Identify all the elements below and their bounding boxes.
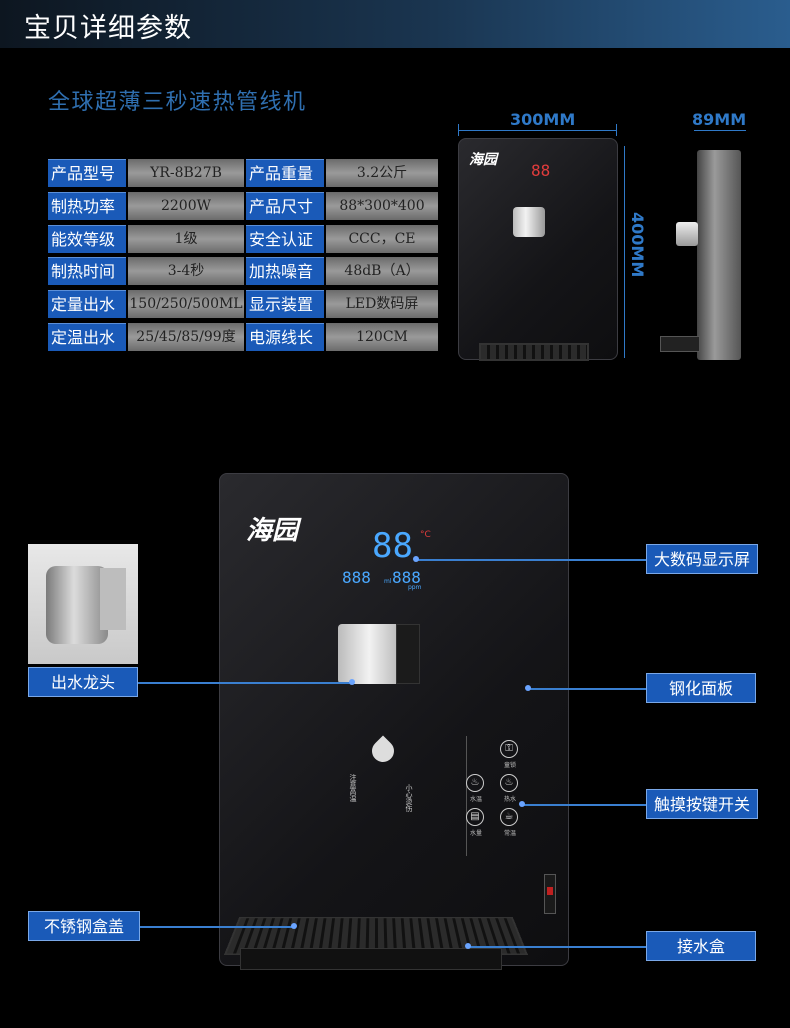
faucet-closeup	[28, 544, 138, 664]
callout-panel-line	[528, 688, 646, 690]
touch-panel	[466, 736, 518, 856]
callout-touch: 触摸按键开关	[646, 789, 758, 819]
spec-label: 产品重量	[246, 159, 324, 187]
callout-touch-line	[522, 804, 646, 806]
dim-width-label: 300MM	[510, 110, 576, 129]
dim-width-tick	[458, 124, 459, 136]
spec-value: 3-4秒	[128, 257, 244, 285]
faucet-mount	[396, 624, 420, 684]
water-drop-icon	[367, 735, 399, 767]
dim-height-line	[624, 146, 625, 358]
faucet-closeup-body	[46, 566, 108, 644]
display-digits: 88	[531, 161, 551, 180]
spec-value: 48dB（A）	[326, 257, 438, 285]
callout-display: 大数码显示屏	[646, 544, 758, 574]
callout-tray-line	[468, 946, 646, 948]
callout-panel-dot	[525, 685, 531, 691]
brand-logo: 海园	[469, 152, 497, 168]
spec-label: 产品尺寸	[246, 192, 324, 220]
spec-value: YR-8B27B	[128, 159, 244, 187]
spec-value: 25/45/85/99度	[128, 323, 244, 351]
spec-row: 制热时间 3-4秒 加热噪音 48dB（A）	[48, 257, 438, 285]
unit-celsius: °C	[420, 530, 431, 540]
spec-row: 能效等级 1级 安全认证 CCC，CE	[48, 225, 438, 253]
device-front-thumbnail: 海园 88	[458, 138, 618, 361]
drip-tray-base	[240, 948, 502, 970]
spec-value: CCC，CE	[326, 225, 438, 253]
callout-panel: 钢化面板	[646, 673, 756, 703]
dim-width-tick	[616, 124, 617, 136]
callout-faucet-dot	[349, 679, 355, 685]
tray-thumbnail	[479, 343, 589, 361]
spec-row: 制热功率 2200W 产品尺寸 88*300*400	[48, 192, 438, 220]
header-bar: 宝贝详细参数	[0, 0, 790, 48]
warning-text-2: 小心烫伤	[405, 784, 413, 812]
callout-tray-dot	[465, 943, 471, 949]
spec-label: 制热功率	[48, 192, 126, 220]
spec-label: 产品型号	[48, 159, 126, 187]
dim-depth-line	[694, 130, 746, 131]
spec-row: 定温出水 25/45/85/99度 电源线长 120CM	[48, 323, 438, 351]
display-big-digits: 88	[372, 526, 413, 566]
spec-row: 产品型号 YR-8B27B 产品重量 3.2公斤	[48, 159, 438, 187]
device-front-large: 海园 88 °C 888 ml 888 ppm 注意高温 小心烫伤 ⚿ 童锁 ♨…	[219, 473, 569, 966]
faucet-closeup-mount	[100, 568, 126, 630]
side-tray	[660, 336, 700, 352]
callout-cover: 不锈钢盒盖	[28, 911, 140, 941]
device-side-thumbnail	[697, 150, 741, 360]
spec-value: 2200W	[128, 192, 244, 220]
callout-cover-line	[140, 926, 294, 928]
spec-value: 150/250/500ML	[128, 290, 244, 318]
spec-label: 能效等级	[48, 225, 126, 253]
display-area: 88 °C 888 ml 888 ppm	[340, 526, 431, 596]
power-switch[interactable]	[544, 874, 556, 914]
spec-value: 120CM	[326, 323, 438, 351]
callout-faucet: 出水龙头	[28, 667, 138, 697]
spec-label: 显示装置	[246, 290, 324, 318]
faucet-thumbnail	[513, 207, 545, 237]
product-subtitle: 全球超薄三秒速热管线机	[48, 90, 307, 115]
callout-display-dot	[413, 556, 419, 562]
unit-ppm: ppm	[408, 584, 422, 591]
spec-label: 加热噪音	[246, 257, 324, 285]
spec-label: 制热时间	[48, 257, 126, 285]
spec-value: 3.2公斤	[326, 159, 438, 187]
display-small-left: 888	[342, 568, 371, 587]
page-title: 宝贝详细参数	[24, 13, 192, 44]
volume-button-icon[interactable]: ▤	[466, 808, 484, 826]
unit-ml: ml	[384, 578, 392, 585]
callout-display-line	[416, 559, 646, 561]
display-small-right: 888	[392, 568, 421, 587]
spec-label: 安全认证	[246, 225, 324, 253]
warning-text: 注意高温	[349, 774, 357, 802]
spec-row: 定量出水 150/250/500ML 显示装置 LED数码屏	[48, 290, 438, 318]
dim-width-line	[458, 130, 616, 131]
side-faucet	[676, 222, 698, 246]
spec-label: 电源线长	[246, 323, 324, 351]
volume-button-label: 水量	[470, 830, 483, 837]
normal-button-label: 常温	[504, 830, 517, 837]
temp-button-label: 水温	[470, 796, 483, 803]
lock-button-label: 童锁	[504, 762, 517, 769]
spec-value: 1级	[128, 225, 244, 253]
spec-label: 定温出水	[48, 323, 126, 351]
temp-button-icon[interactable]: ♨	[466, 774, 484, 792]
normal-button-icon[interactable]: ☕	[500, 808, 518, 826]
power-indicator	[547, 887, 553, 895]
dim-height-label: 400MM	[628, 212, 647, 278]
callout-faucet-line	[138, 682, 352, 684]
spec-label: 定量出水	[48, 290, 126, 318]
dim-depth-label: 89MM	[692, 110, 747, 129]
callout-touch-dot	[519, 801, 525, 807]
hot-button-label: 热水	[504, 796, 517, 803]
spec-value: LED数码屏	[326, 290, 438, 318]
spec-value: 88*300*400	[326, 192, 438, 220]
lock-button-icon[interactable]: ⚿	[500, 740, 518, 758]
brand-logo: 海园	[246, 516, 299, 546]
hot-button-icon[interactable]: ♨	[500, 774, 518, 792]
callout-tray: 接水盒	[646, 931, 756, 961]
callout-cover-dot	[291, 923, 297, 929]
